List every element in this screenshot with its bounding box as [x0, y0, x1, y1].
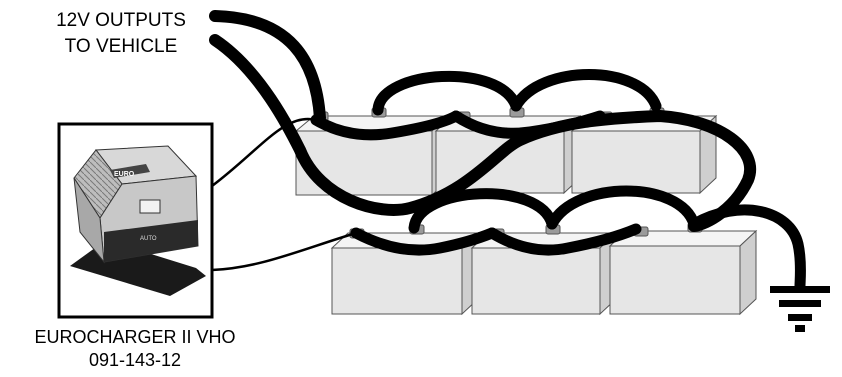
charger-display — [139, 199, 161, 214]
battery-bottom-1 — [330, 224, 480, 316]
ground-symbol-icon — [770, 286, 830, 332]
charger-brand-label: EURO — [114, 171, 135, 178]
charger-label-line2: 091-143-12 — [88, 350, 182, 370]
outputs-label-line2: TO VEHICLE — [64, 36, 178, 57]
charger-label-line1: EUROCHARGER II VHO — [34, 327, 236, 347]
output-cables — [209, 10, 756, 232]
ground-cable — [688, 204, 806, 292]
charger-model-label: AUTO — [140, 236, 157, 242]
charger-label: EUROCHARGER II VHO 091-143-12 — [0, 326, 270, 372]
charger-wires — [211, 117, 357, 272]
charger-unit: EURO AUTO — [57, 122, 214, 319]
bottom-row-cables — [350, 185, 700, 256]
outputs-label-line1: 12V OUTPUTS — [56, 10, 186, 31]
battery-bottom-3 — [608, 222, 758, 316]
outputs-label: 12V OUTPUTS TO VEHICLE — [14, 8, 228, 60]
